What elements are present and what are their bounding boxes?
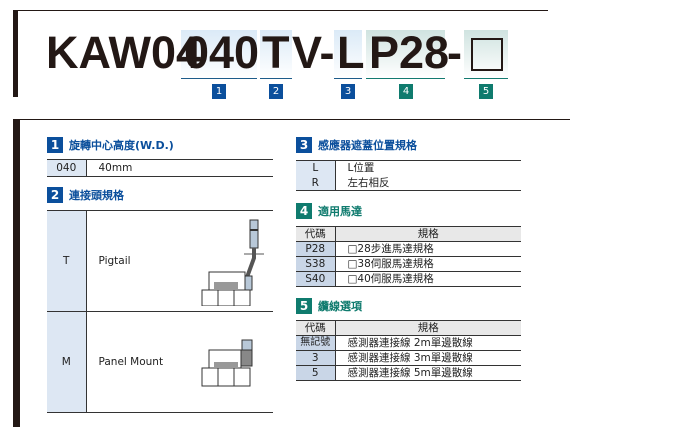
section-title: 連接頭規格: [69, 189, 124, 202]
section-5-header: 5 纜線選項: [296, 298, 362, 314]
table-row: 040 40mm: [47, 159, 273, 177]
model-part-4: P28: [369, 27, 450, 78]
badge-3: 3: [341, 84, 355, 99]
frame-bar: [13, 11, 18, 97]
pigtail-drawing: [201, 219, 264, 306]
desc-cell: □28步進馬達規格: [347, 243, 434, 255]
header-desc: 規格: [335, 226, 521, 242]
underline-2: [260, 78, 292, 79]
underline-4: [366, 78, 445, 79]
code-cell: R: [296, 175, 336, 191]
table-row: T Pigtail: [47, 210, 273, 312]
code-cell: P28: [296, 241, 336, 257]
model-part-1: 040: [184, 27, 260, 78]
section-badge: 5: [296, 298, 312, 314]
underline-1: [181, 78, 257, 79]
highlight-2: [260, 30, 292, 78]
header-code: 代碼: [296, 320, 336, 336]
desc-cell: Pigtail: [98, 255, 131, 267]
table-row: 5 感測器連接線 5m單邊散線: [296, 365, 521, 381]
section-title: 纜線選項: [318, 300, 362, 313]
model-part-3: L: [337, 27, 365, 78]
desc-cell: 左右相反: [347, 176, 390, 189]
model-part-fixed: V-: [292, 27, 335, 78]
table-row: S38 □38伺服馬達規格: [296, 256, 521, 272]
section-2-header: 2 連接頭規格: [47, 187, 124, 203]
table-row: P28 □28步進馬達規格: [296, 241, 521, 257]
model-part-dash: -: [447, 27, 462, 78]
badge-2: 2: [269, 84, 283, 99]
badge-1: 1: [212, 84, 226, 99]
code-cell: 無記號: [296, 335, 336, 351]
highlight-3: [334, 30, 362, 78]
table-row: 3 感測器連接線 3m單邊散線: [296, 350, 521, 366]
desc-cell: □40伺服馬達規格: [347, 273, 434, 285]
badge-4: 4: [399, 84, 413, 99]
model-part-2: T: [262, 27, 290, 78]
frame-line-2: [13, 119, 570, 120]
code-cell: 3: [296, 350, 336, 366]
panel-mount-drawing: [201, 339, 253, 387]
desc-cell: 感測器連接線 5m單邊散線: [347, 367, 473, 379]
desc-cell: 40mm: [98, 162, 133, 174]
underline-5: [464, 78, 508, 79]
wd-table: 040 40mm: [47, 159, 273, 177]
code-cell: L: [296, 160, 336, 176]
header-desc: 規格: [335, 320, 521, 336]
frame-line: [13, 10, 548, 11]
header-code: 代碼: [296, 226, 336, 242]
code-cell: S40: [296, 271, 336, 287]
desc-cell: 感測器連接線 3m單邊散線: [347, 352, 473, 364]
section-3-header: 3 感應器遮蓋位置規格: [296, 137, 417, 153]
highlight-4: [366, 30, 445, 78]
connector-table: T Pigtail M Panel Mount: [47, 210, 273, 413]
frame-bar-2: [13, 120, 20, 427]
code-cell: S38: [296, 256, 336, 272]
cable-table: 代碼規格 無記號感測器連接線 2m單邊散線 3 感測器連接線 3m單邊散線 5 感測…: [296, 320, 521, 381]
table-row: L L位置: [296, 160, 521, 176]
code-cell: T: [47, 210, 87, 312]
section-title: 適用馬達: [318, 205, 362, 218]
desc-cell: Panel Mount: [98, 356, 164, 368]
desc-cell: □38伺服馬達規格: [347, 258, 434, 270]
underline-3: [334, 78, 362, 79]
section-badge: 3: [296, 137, 312, 153]
model-prefix: KAW04: [46, 27, 202, 78]
code-cell: 040: [47, 159, 87, 177]
model-part-5-box: [471, 38, 503, 71]
highlight-1: [181, 30, 257, 78]
section-4-header: 4 適用馬達: [296, 203, 362, 219]
table-row: 無記號感測器連接線 2m單邊散線: [296, 335, 521, 351]
table-header: 代碼規格: [296, 320, 521, 336]
section-badge: 2: [47, 187, 63, 203]
desc-cell: L位置: [347, 162, 375, 175]
section-title: 感應器遮蓋位置規格: [318, 139, 417, 152]
section-1-header: 1 旋轉中心高度(W.D.): [47, 137, 174, 153]
table-row: R 左右相反: [296, 175, 521, 191]
table-header: 代碼規格: [296, 226, 521, 242]
code-cell: 5: [296, 365, 336, 381]
cover-table: L L位置 R 左右相反: [296, 160, 521, 191]
section-title: 旋轉中心高度(W.D.): [69, 139, 174, 152]
section-badge: 4: [296, 203, 312, 219]
motor-table: 代碼規格 P28 □28步進馬達規格 S38 □38伺服馬達規格 S40 □40伺服馬…: [296, 226, 521, 287]
code-cell: M: [47, 311, 87, 413]
badge-5: 5: [479, 84, 493, 99]
section-badge: 1: [47, 137, 63, 153]
table-row: M Panel Mount: [47, 311, 273, 413]
desc-cell: 感測器連接線 2m單邊散線: [347, 337, 473, 349]
table-row: S40 □40伺服馬達規格: [296, 271, 521, 287]
